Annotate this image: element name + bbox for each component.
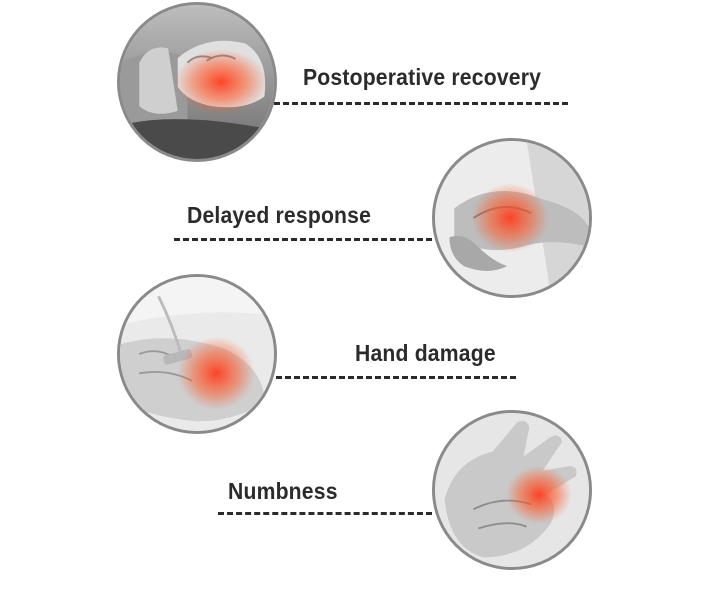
palm-pain-photo-icon (432, 410, 592, 570)
item-label-postoperative-recovery: Postoperative recovery (303, 64, 542, 90)
dashed-leader-line (218, 512, 432, 515)
wrist-pain-photo-icon (432, 138, 592, 298)
iv-hand-photo-icon (117, 274, 277, 434)
item-label-numbness: Numbness (228, 478, 338, 504)
item-label-delayed-response: Delayed response (187, 202, 372, 228)
dashed-leader-line (276, 376, 516, 379)
dashed-leader-line (274, 102, 568, 105)
dashed-leader-line (174, 238, 432, 241)
hands-holding-photo-icon (117, 2, 277, 162)
item-label-hand-damage: Hand damage (355, 340, 496, 366)
